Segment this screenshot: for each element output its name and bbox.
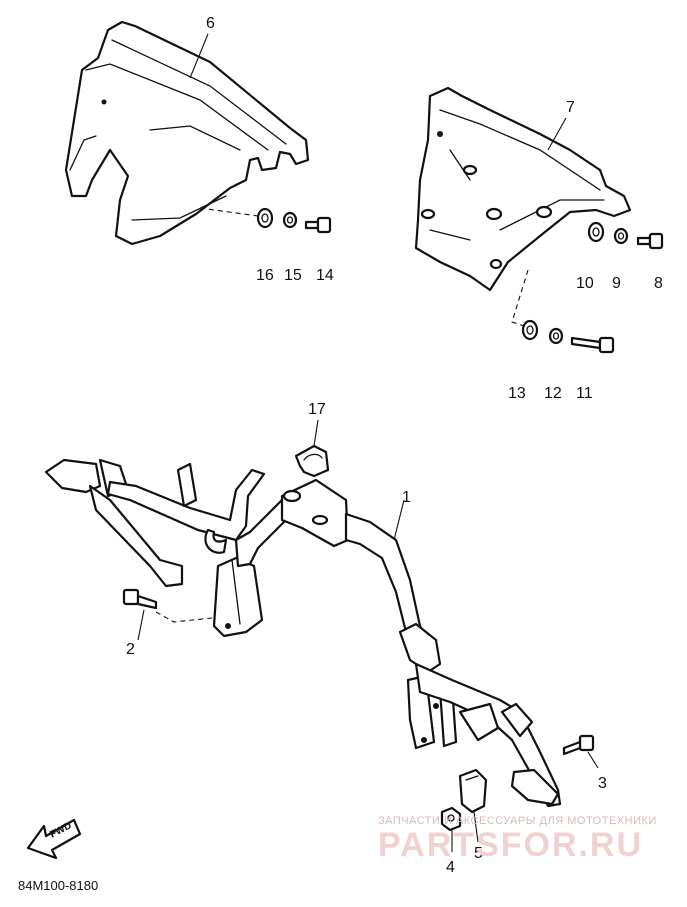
callout-13: 13 <box>508 385 526 402</box>
diagram-code: 84M100-8180 <box>18 878 98 893</box>
callout-5: 5 <box>474 845 483 862</box>
part-6-cover[interactable] <box>64 20 310 246</box>
part-1-stay-frame[interactable] <box>44 458 562 808</box>
part-8-bolt[interactable] <box>636 232 664 250</box>
callout-6: 6 <box>206 15 215 32</box>
callout-12: 12 <box>544 385 562 402</box>
callout-2: 2 <box>126 641 135 658</box>
part-5-holder[interactable] <box>458 768 488 814</box>
callout-4: 4 <box>446 859 455 876</box>
fwd-arrow-icon: FWD <box>26 818 82 860</box>
callout-1: 1 <box>402 489 411 506</box>
callout-3: 3 <box>598 775 607 792</box>
part-16-collar[interactable] <box>256 207 274 229</box>
watermark: ЗАПЧАСТИ И АКСЕССУАРЫ ДЛЯ МОТОТЕХНИКИ PA… <box>378 815 657 864</box>
part-3-bolt[interactable] <box>562 734 595 756</box>
part-17-clamp[interactable] <box>294 444 330 478</box>
part-2-bolt[interactable] <box>122 588 158 610</box>
part-15-washer[interactable] <box>282 211 298 229</box>
part-11-bolt[interactable] <box>570 336 615 354</box>
leader-lines <box>137 33 599 852</box>
part-9-washer[interactable] <box>613 227 629 245</box>
callout-14: 14 <box>316 267 334 284</box>
watermark-brand: PARTSFOR.RU <box>378 826 643 864</box>
callout-9: 9 <box>612 275 621 292</box>
part-12-washer[interactable] <box>548 327 564 345</box>
callout-10: 10 <box>576 275 594 292</box>
callout-16: 16 <box>256 267 274 284</box>
part-13-collar[interactable] <box>521 319 539 341</box>
part-4-nut[interactable] <box>440 806 462 832</box>
watermark-tagline: ЗАПЧАСТИ И АКСЕССУАРЫ ДЛЯ МОТОТЕХНИКИ <box>378 815 657 827</box>
callout-15: 15 <box>284 267 302 284</box>
part-14-bolt[interactable] <box>304 216 332 234</box>
callout-11: 11 <box>576 385 593 402</box>
callout-17: 17 <box>308 401 326 418</box>
callout-7: 7 <box>566 99 575 116</box>
callout-8: 8 <box>654 275 663 292</box>
part-10-collar[interactable] <box>587 221 605 243</box>
part-7-side-cover[interactable] <box>414 86 632 292</box>
callout-numbers: 1 2 3 4 5 6 7 8 9 10 11 12 13 14 15 16 1… <box>126 15 663 876</box>
